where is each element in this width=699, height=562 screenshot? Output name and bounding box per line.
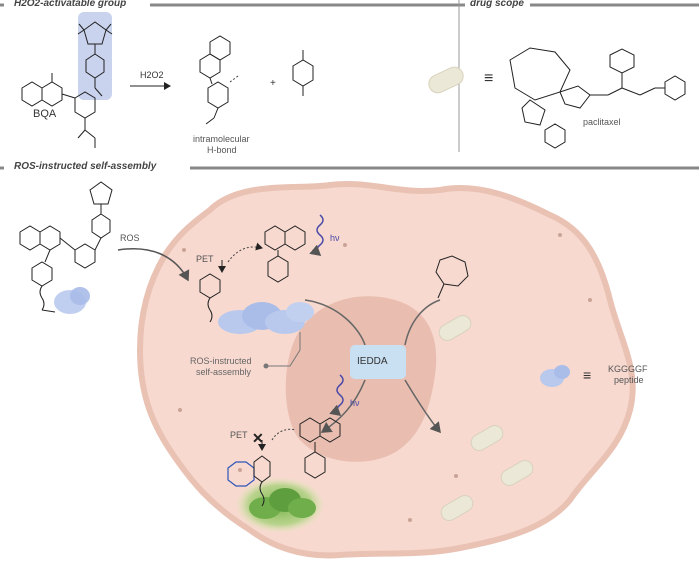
pill-icon [428, 66, 464, 94]
self-assembly-label-2: self-assembly [196, 367, 252, 377]
hbond-label: H-bond [207, 145, 237, 155]
peptide-equiv-sign: ≡ [583, 367, 592, 383]
pills [438, 315, 534, 521]
iedda-arrow-left [304, 299, 366, 346]
pet-label-bottom: PET [230, 430, 248, 440]
intramolecular-label: intramolecular [193, 134, 250, 144]
iedda-label: IEDDA [357, 356, 388, 367]
nucleus [285, 296, 437, 462]
header-drug-scope: drug scope [466, 0, 528, 9]
header-ros-self-assembly: ROS-instructed self-assembly [10, 161, 161, 172]
light-wave-bottom [329, 374, 344, 416]
peptide-label-1: KGGGGF [608, 364, 648, 374]
product-structure [199, 35, 239, 125]
drug-equiv-sign: ≡ [484, 70, 494, 87]
tco-molecule [435, 255, 469, 299]
bqa-label: BQA [33, 108, 57, 120]
bqa-structure [21, 12, 113, 148]
self-assembly-leader [266, 332, 301, 367]
peptide-legend-icon [540, 365, 570, 387]
fluorescent-assembly: ✕ [227, 417, 341, 533]
svg-text:✕: ✕ [252, 430, 264, 446]
ros-arrow [117, 248, 190, 282]
tetrazine-probe-assembled [199, 225, 314, 334]
pet-label-top: PET [196, 254, 214, 264]
paclitaxel-label: paclitaxel [583, 117, 621, 127]
hv-label-top: hν [330, 233, 340, 243]
quinone-methide-structure [292, 50, 314, 96]
hv-label-bottom: hν [350, 398, 360, 408]
h2o2-reagent-label: H2O2 [140, 70, 164, 80]
probe-molecule [19, 181, 113, 314]
light-wave-top [309, 214, 324, 256]
paclitaxel-structure [509, 47, 686, 149]
plus-sign: + [270, 78, 276, 89]
ros-label: ROS [120, 233, 140, 243]
peptide-label-2: peptide [614, 375, 644, 385]
self-assembly-label-1: ROS-instructed [190, 356, 252, 366]
header-h2o2-group: H2O2-activatable group [10, 0, 131, 9]
iedda-box [350, 345, 406, 379]
